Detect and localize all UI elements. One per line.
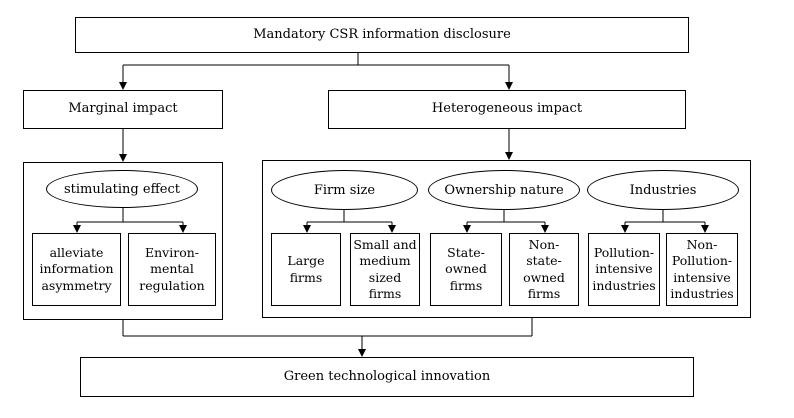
- environmental-regulation-label: Environ- mental regulation: [139, 245, 205, 293]
- non-pollution-intensive-label: Non- Pollution- intensive industries: [670, 237, 734, 301]
- ownership-nature-label: Ownership nature: [444, 182, 564, 198]
- firm-size-label: Firm size: [313, 182, 376, 198]
- pollution-intensive-label: Pollution- intensive industries: [592, 245, 656, 293]
- ownership-nature-ellipse: Ownership nature: [428, 170, 580, 210]
- large-firms-box: Large firms: [271, 233, 341, 306]
- alleviate-label: alleviate information asymmetry: [39, 245, 114, 293]
- stimulating-effect-label: stimulating effect: [64, 181, 180, 197]
- heterogeneous-panel: [262, 160, 751, 318]
- bottom-box: Green technological innovation: [80, 357, 694, 397]
- marginal-panel: [23, 162, 223, 320]
- small-medium-firms-box: Small and medium sized firms: [350, 233, 420, 306]
- heterogeneous-impact-label: Heterogeneous impact: [431, 101, 583, 117]
- state-owned-firms-box: State- owned firms: [430, 233, 502, 306]
- industries-ellipse: Industries: [587, 170, 739, 210]
- pollution-intensive-box: Pollution- intensive industries: [588, 233, 660, 306]
- marginal-impact-box: Marginal impact: [23, 90, 223, 129]
- non-pollution-intensive-box: Non- Pollution- intensive industries: [666, 233, 738, 306]
- non-state-owned-firms-box: Non- state- owned firms: [509, 233, 579, 306]
- non-state-owned-firms-label: Non- state- owned firms: [523, 237, 565, 301]
- industries-label: Industries: [629, 182, 697, 198]
- large-firms-label: Large firms: [287, 253, 325, 285]
- environmental-regulation-box: Environ- mental regulation: [128, 233, 216, 306]
- top-label: Mandatory CSR information disclosure: [253, 26, 511, 42]
- small-medium-firms-label: Small and medium sized firms: [353, 237, 417, 301]
- state-owned-firms-label: State- owned firms: [445, 245, 487, 293]
- top-box: Mandatory CSR information disclosure: [75, 17, 689, 53]
- marginal-impact-label: Marginal impact: [68, 101, 178, 117]
- heterogeneous-impact-box: Heterogeneous impact: [328, 90, 686, 129]
- alleviate-box: alleviate information asymmetry: [32, 233, 121, 306]
- bottom-label: Green technological innovation: [283, 368, 491, 384]
- firm-size-ellipse: Firm size: [271, 170, 418, 210]
- stimulating-effect-ellipse: stimulating effect: [46, 170, 198, 208]
